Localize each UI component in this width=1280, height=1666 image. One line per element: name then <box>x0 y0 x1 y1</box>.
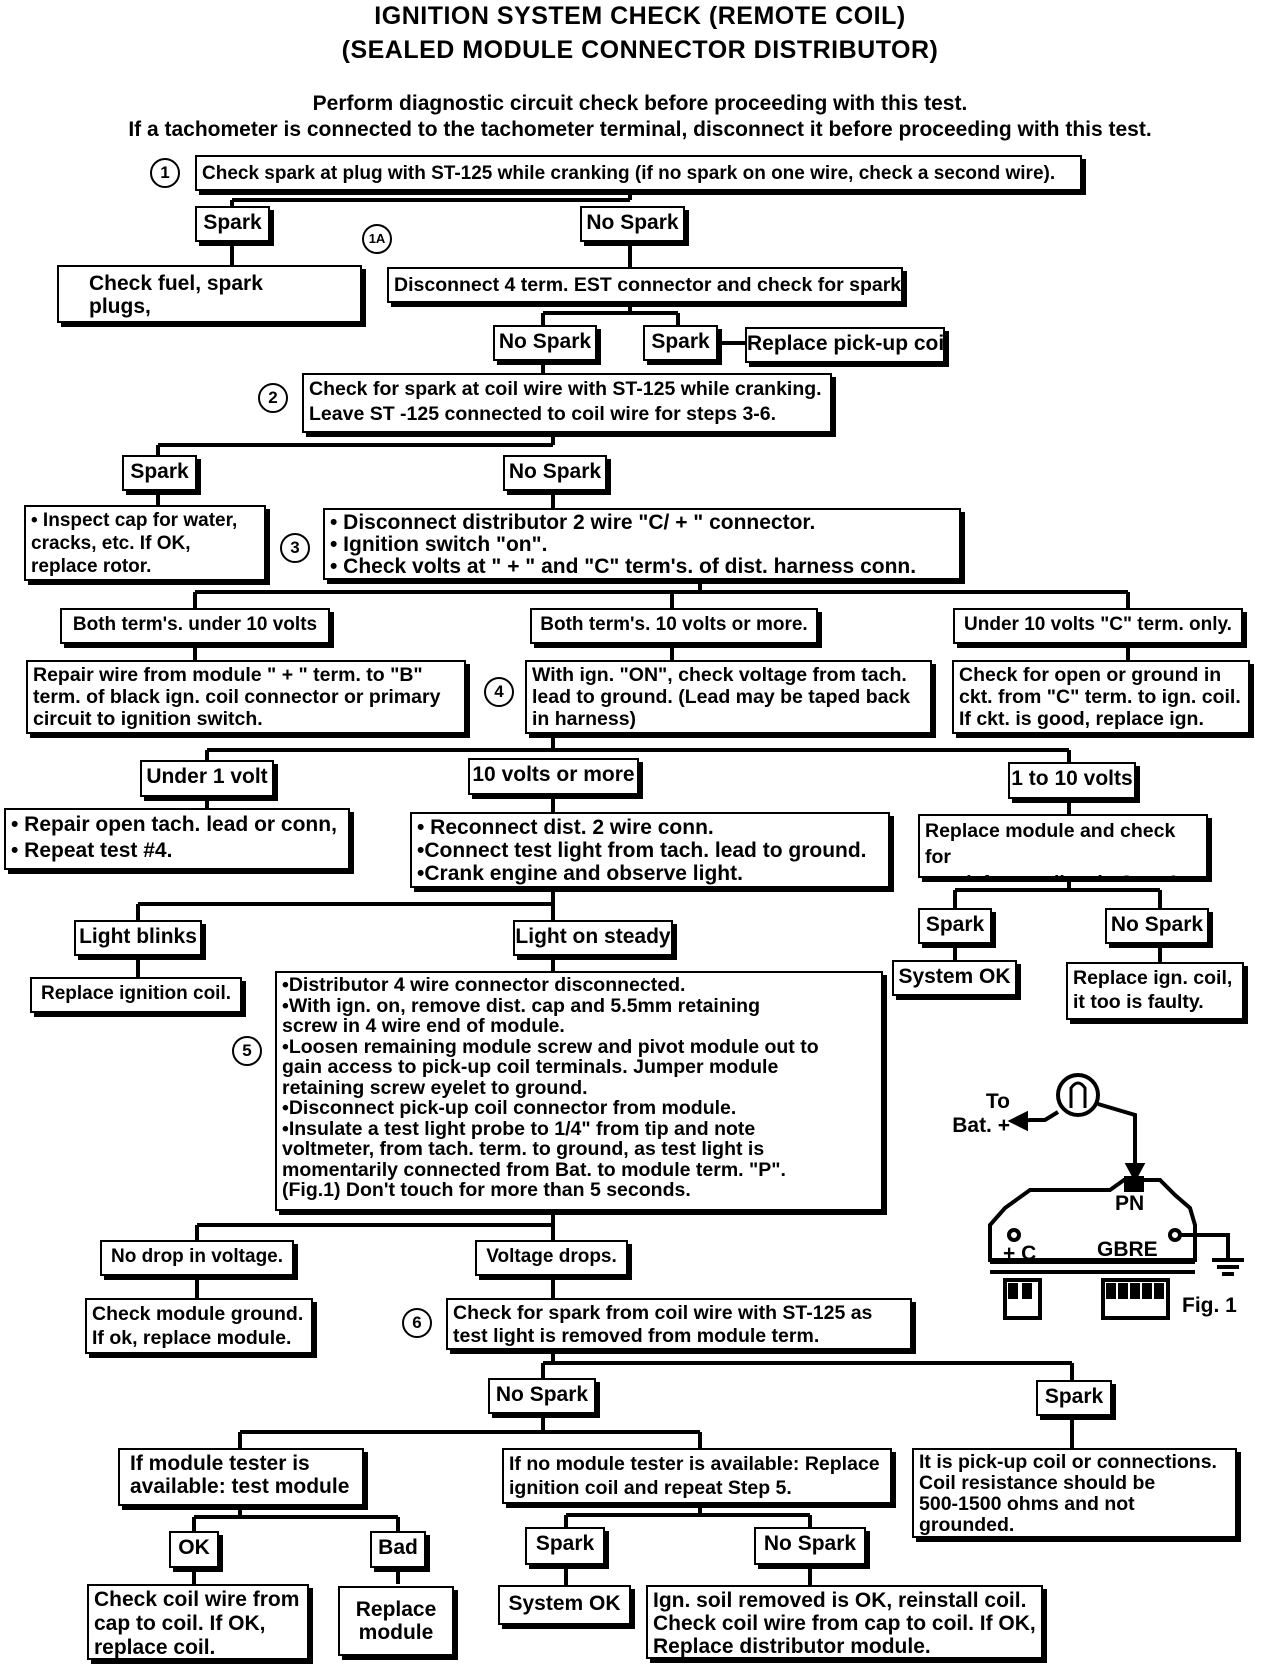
replace-ign-coil-faulty-box: Replace ign. coil, it too is faulty. <box>1066 962 1244 1020</box>
check-open-ground-box: Check for open or ground in ckt. from "C… <box>952 660 1250 734</box>
no-spark-label-6: No Spark <box>488 1378 596 1414</box>
module-figure <box>988 1073 1244 1320</box>
replace-pickup-coil-box: Replace pick-up coil <box>745 327 945 363</box>
bad-label: Bad <box>370 1531 426 1568</box>
no-module-tester-box: If no module tester is available: Replac… <box>502 1448 892 1504</box>
no-spark-label-7: No Spark <box>754 1527 866 1565</box>
step-6-box: Check for spark from coil wire with ST-1… <box>446 1298 912 1350</box>
step-marker-4: 4 <box>484 677 514 707</box>
no-spark-label-4: No Spark <box>1105 908 1209 944</box>
step-1a-box: Disconnect 4 term. EST connector and che… <box>387 267 903 303</box>
system-ok-box-2: System OK <box>498 1585 631 1625</box>
step-4-box: With ign. "ON", check voltage from tach.… <box>525 660 932 734</box>
no-spark-label-1: No Spark <box>580 206 685 242</box>
no-spark-label-2: No Spark <box>503 455 607 491</box>
step-marker-3: 3 <box>280 533 310 563</box>
repair-wire-box: Repair wire from module " + " term. to "… <box>26 660 466 734</box>
intro-line-1: Perform diagnostic circuit check before … <box>312 92 968 115</box>
title-line-1: IGNITION SYSTEM CHECK (REMOTE COIL) <box>374 2 906 30</box>
branch-both-under-10: Both term's. under 10 volts <box>60 608 330 644</box>
step-2-box: Check for spark at coil wire with ST-125… <box>302 373 832 433</box>
system-ok-box-1: System OK <box>892 960 1017 996</box>
light-blinks-label: Light blinks <box>74 920 202 956</box>
step-marker-5: 5 <box>232 1036 262 1066</box>
branch-10-volts-or-more: 10 volts or more <box>468 758 639 795</box>
repair-open-box: • Repair open tach. lead or conn, • Repe… <box>4 808 350 870</box>
voltage-drops-label: Voltage drops. <box>475 1240 628 1276</box>
branch-1-to-10-volts: 1 to 10 volts <box>1008 762 1136 799</box>
step-marker-6: 6 <box>402 1308 432 1338</box>
inspect-cap-box: • Inspect cap for water, cracks, etc. If… <box>24 505 266 581</box>
replace-module-box: Replace module and check for spark from … <box>918 814 1208 878</box>
check-module-ground-box: Check module ground. If ok, replace modu… <box>85 1298 313 1354</box>
intro-line-2: If a tachometer is connected to the tach… <box>128 118 1152 141</box>
step-3-box: • Disconnect distributor 2 wire "C/ + " … <box>323 508 961 580</box>
step-5-box: •Distributor 4 wire connector disconnect… <box>275 971 883 1211</box>
spark-label-6: Spark <box>1036 1380 1112 1416</box>
spark-label-1a: Spark <box>643 325 718 361</box>
spark-label-1: Spark <box>195 206 270 242</box>
title-line-2: (SEALED MODULE CONNECTOR DISTRIBUTOR) <box>341 36 939 64</box>
branch-under-1-volt: Under 1 volt <box>140 760 274 797</box>
fig-1-label: Fig. 1 <box>1182 1294 1237 1317</box>
step-marker-2: 2 <box>258 383 288 413</box>
replace-module-box-2: Replace module <box>338 1586 454 1656</box>
module-tester-box: If module tester is available: test modu… <box>118 1448 364 1506</box>
ign-coil-removed-box: Ign. soil removed is OK, reinstall coil.… <box>646 1585 1043 1659</box>
ok-label: OK <box>169 1531 219 1568</box>
plus-c-label: + C <box>1003 1242 1037 1265</box>
no-drop-label: No drop in voltage. <box>100 1240 294 1276</box>
step-marker-1a: 1A <box>362 224 392 254</box>
step-marker-1: 1 <box>150 158 180 188</box>
branch-under-10-c-only: Under 10 volts "C" term. only. <box>953 608 1243 644</box>
pn-label: PN <box>1115 1192 1145 1215</box>
spark-label-7: Spark <box>525 1527 605 1565</box>
spark-label-4: Spark <box>918 908 992 944</box>
check-fuel-box: Check fuel, spark plugs, etc. <box>57 265 362 323</box>
spark-label-2: Spark <box>122 455 197 491</box>
light-on-steady-label: Light on steady <box>513 920 673 956</box>
to-bat-label: To Bat. + <box>952 1090 1010 1137</box>
step-1-box: Check spark at plug with ST-125 while cr… <box>195 155 1082 191</box>
check-coil-wire-box: Check coil wire from cap to coil. If OK,… <box>87 1584 309 1660</box>
pickup-coil-box: It is pick-up coil or connections. Coil … <box>912 1448 1237 1538</box>
reconnect-box: • Reconnect dist. 2 wire conn. •Connect … <box>410 812 890 888</box>
replace-ignition-coil-box: Replace ignition coil. <box>30 977 242 1013</box>
no-spark-label-1a: No Spark <box>493 325 597 361</box>
branch-both-10-or-more: Both term's. 10 volts or more. <box>530 608 818 644</box>
gbre-label: GBRE <box>1097 1238 1158 1261</box>
